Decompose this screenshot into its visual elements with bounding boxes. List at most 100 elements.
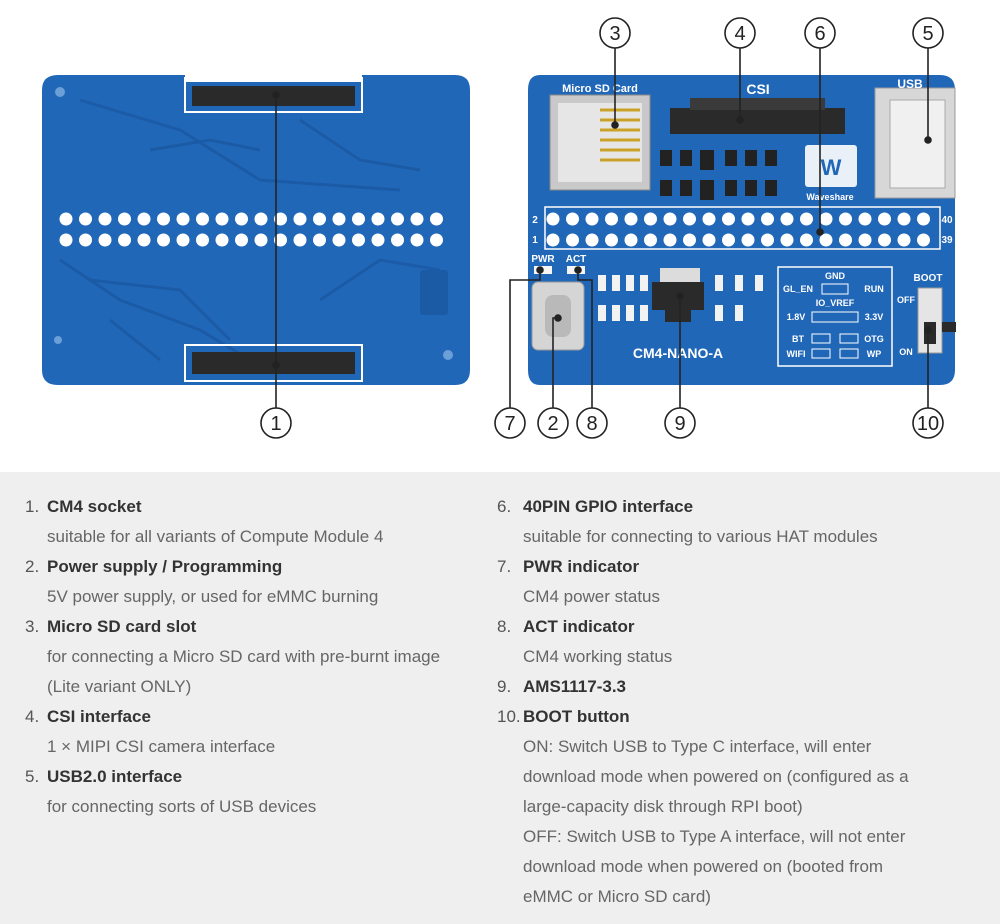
legend-item-title: BOOT button xyxy=(523,707,630,726)
gpio-pad xyxy=(644,233,657,247)
act-label: ACT xyxy=(566,254,587,265)
gpio-pad xyxy=(585,212,599,226)
legend-item-number: 6. xyxy=(497,497,512,516)
v33-label: 3.3V xyxy=(865,312,884,322)
legend-item-header: 9.AMS1117-3.3 xyxy=(497,672,977,702)
gpio-pad xyxy=(546,233,560,247)
legend-item-header: 7. PWR indicator xyxy=(497,552,977,582)
gpio-pad xyxy=(59,233,73,247)
left-gpio-pads xyxy=(59,212,443,247)
gpio-pad xyxy=(741,212,755,226)
gpio-pad xyxy=(293,233,307,247)
gpio-pad xyxy=(391,233,404,247)
micro-sd-label: Micro SD Card xyxy=(562,83,638,95)
gpio-pad xyxy=(624,212,638,226)
board-diagram: Micro SD Card CSI USB W Waveshare 2 1 40… xyxy=(42,17,956,439)
gpio-pad xyxy=(137,212,151,226)
legend-item-description: suitable for all variants of Compute Mod… xyxy=(47,527,384,546)
gpio-pad xyxy=(605,212,618,226)
gpio-pad xyxy=(917,212,930,226)
model-label: CM4-NANO-A xyxy=(633,345,723,361)
legend-item-description: OFF: Switch USB to Type A interface, wil… xyxy=(523,827,906,846)
legend-item-number: 1. xyxy=(25,497,40,516)
gpio-pad xyxy=(235,233,248,247)
off-label: OFF xyxy=(897,295,915,305)
legend-item-description: eMMC or Micro SD card) xyxy=(523,887,711,906)
gpio-pad xyxy=(566,233,579,247)
gpio-pad xyxy=(430,212,443,226)
pin-40-label: 40 xyxy=(941,215,953,226)
legend-item-header: 10.BOOT button xyxy=(497,702,977,732)
gpio-pad xyxy=(780,212,794,226)
legend-item-description: (Lite variant ONLY) xyxy=(47,677,192,696)
gpio-pad xyxy=(274,233,287,247)
csi-label: CSI xyxy=(746,81,769,97)
callout-9: 9 xyxy=(674,413,685,435)
gpio-pad xyxy=(313,233,326,247)
legend-item-header: 3.Micro SD card slot xyxy=(25,612,490,642)
callout-2: 2 xyxy=(547,413,558,435)
gpio-pad xyxy=(683,233,696,247)
gpio-pad xyxy=(274,212,287,226)
gpio-pad xyxy=(391,212,404,226)
gpio-pad xyxy=(371,233,385,247)
gpio-pad xyxy=(118,233,131,247)
gpio-pad xyxy=(566,212,579,226)
gpio-pad xyxy=(157,233,170,247)
gpio-pad xyxy=(176,233,190,247)
legend-item-title: 40PIN GPIO interface xyxy=(523,497,694,516)
gpio-pad xyxy=(683,212,696,226)
gpio-pad xyxy=(79,212,92,226)
gpio-pad xyxy=(313,212,326,226)
callout-10: 10 xyxy=(917,413,939,435)
legend-item-number: 10. xyxy=(497,707,521,726)
legend-item-description: CM4 power status xyxy=(523,587,660,606)
gpio-pad xyxy=(858,233,872,247)
gpio-pad xyxy=(819,233,833,247)
gpio-pad xyxy=(196,212,209,226)
legend-item-title: ACT indicator xyxy=(523,617,635,636)
legend-item: 9.AMS1117-3.3 xyxy=(497,672,977,702)
gpio-pad xyxy=(819,212,833,226)
gpio-pad xyxy=(176,212,190,226)
legend-item-number: 3. xyxy=(25,617,40,636)
gpio-pad xyxy=(137,233,151,247)
gpio-pad xyxy=(624,233,638,247)
gl-en-label: GL_EN xyxy=(783,284,813,294)
bt-label: BT xyxy=(792,334,804,344)
gpio-pad xyxy=(98,233,112,247)
callout-8: 8 xyxy=(586,413,597,435)
wp-label: WP xyxy=(867,349,882,359)
gpio-pad xyxy=(254,233,268,247)
gpio-pad xyxy=(235,212,248,226)
gpio-pad xyxy=(702,233,716,247)
gpio-pad xyxy=(98,212,112,226)
gpio-pad xyxy=(722,233,735,247)
legend-item-description: large-capacity disk through RPI boot) xyxy=(523,797,803,816)
legend-item-number: 7. xyxy=(497,557,512,576)
gpio-pad xyxy=(410,212,424,226)
gpio-pad xyxy=(663,212,677,226)
gpio-pad xyxy=(800,233,813,247)
legend-item-title: USB2.0 interface xyxy=(47,767,183,786)
gpio-pad xyxy=(254,212,268,226)
v18-label: 1.8V xyxy=(787,312,806,322)
callout-6: 6 xyxy=(814,23,825,45)
usb-label: USB xyxy=(897,77,923,91)
wifi-label: WIFI xyxy=(787,349,806,359)
gpio-pad xyxy=(79,233,92,247)
gpio-pad xyxy=(59,212,73,226)
gpio-pad xyxy=(410,233,424,247)
gpio-pad xyxy=(430,233,443,247)
legend-item-title: CSI interface xyxy=(47,707,151,726)
legend-item-title: PWR indicator xyxy=(523,557,640,576)
gpio-pad xyxy=(371,212,385,226)
gpio-pad xyxy=(741,233,755,247)
